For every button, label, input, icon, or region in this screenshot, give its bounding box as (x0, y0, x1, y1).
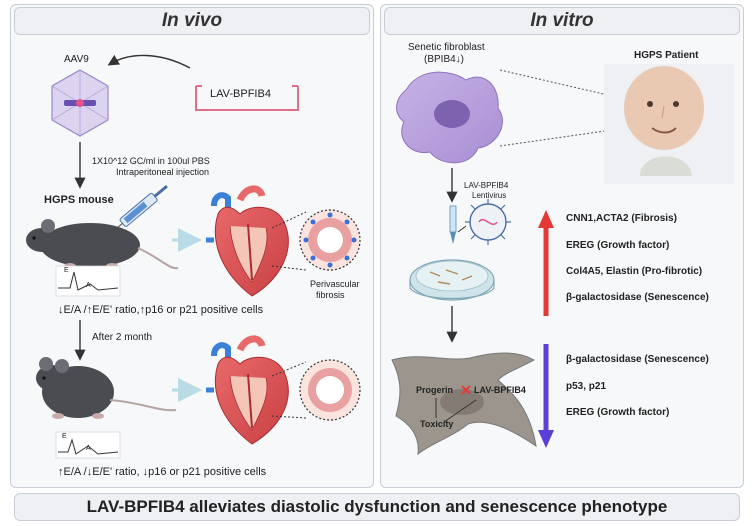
vessel-cross-section-1 (271, 209, 361, 271)
cell-lav-label: LAV-BPFIB4 (474, 385, 526, 395)
virus-pointer (457, 225, 467, 233)
senescent-fibroblast-icon (396, 71, 503, 164)
petri-dish-icon (409, 259, 495, 301)
hgps-mouse-icon (26, 219, 179, 270)
before-findings: ↓E/A /↑E/E' ratio,↑p16 or p21 positive c… (58, 304, 264, 316)
fibrosis-label-1: Perivascular (310, 279, 360, 289)
down-item-1: β-galactosidase (Senescence) (566, 354, 709, 365)
downregulated-arrow (538, 344, 554, 448)
inhibition-x-icon (461, 385, 471, 395)
lentivirus-label-1: LAV-BPFIB4 (464, 181, 509, 190)
after-findings: ↑E/A /↓E/E' ratio, ↓p16 or p21 positive … (58, 466, 267, 478)
lentivirus-icon (465, 199, 511, 245)
patient-label: HGPS Patient (634, 50, 699, 61)
summary-banner: LAV-BPFIB4 alleviates diastolic dysfunct… (14, 493, 740, 521)
lav-link (443, 399, 477, 423)
dose-label: 1X10^12 GC/ml in 100ul PBS (92, 156, 210, 166)
ecg-trace-1 (55, 265, 121, 297)
patient-link-top (499, 69, 613, 97)
packaging-arrow (107, 54, 191, 69)
down-item-2: p53, p21 (566, 381, 607, 392)
heart-icon-1 (206, 185, 289, 297)
fibrosis-label-2: fibrosis (316, 290, 345, 300)
in-vivo-title: In vivo (14, 7, 370, 35)
patient-link-bottom (499, 129, 613, 147)
up-item-1: CNN1,ACTA2 (Fibrosis) (566, 213, 677, 224)
heart-icon-2 (206, 335, 289, 445)
ecg-trace-2 (55, 431, 121, 459)
treated-mouse-icon (36, 357, 177, 419)
ecg-a-label-1: A (86, 282, 91, 289)
toxicity-label: Toxicity (420, 419, 454, 429)
fibroblast-label-1: Senetic fibroblast (408, 42, 485, 53)
down-item-3: EREG (Growth factor) (566, 407, 670, 418)
aav9-label: AAV9 (64, 54, 89, 65)
ecg-a-label-2: A (86, 445, 91, 452)
ecg-e-label-1: E (64, 267, 69, 274)
patient-photo (604, 64, 734, 184)
treated-fibroblast-icon (391, 352, 537, 456)
in-vitro-title: In vitro (384, 7, 740, 35)
pipette-icon (449, 205, 457, 244)
vector-label: LAV-BPFIB4 (210, 88, 271, 100)
plasmid-bracket-icon (195, 85, 299, 111)
time-label: After 2 month (92, 332, 153, 343)
ecg-e-label-2: E (62, 433, 67, 440)
up-item-2: EREG (Growth factor) (566, 240, 670, 251)
vessel-cross-section-2 (271, 359, 361, 421)
up-item-3: Col4A5, Elastin (Pro-fibrotic) (566, 266, 703, 277)
aav9-capsid-icon (51, 69, 109, 137)
fibroblast-label-2: (BPIB4↓) (424, 54, 465, 65)
lentivirus-label-2: Lentivirus (472, 191, 507, 200)
mouse-label: HGPS mouse (44, 194, 114, 206)
up-item-4: β-galactosidase (Senescence) (566, 292, 709, 303)
route-label: Intraperitoneal injection (116, 167, 210, 177)
progerin-label: Progerin (416, 385, 454, 395)
upregulated-arrow (538, 210, 554, 316)
